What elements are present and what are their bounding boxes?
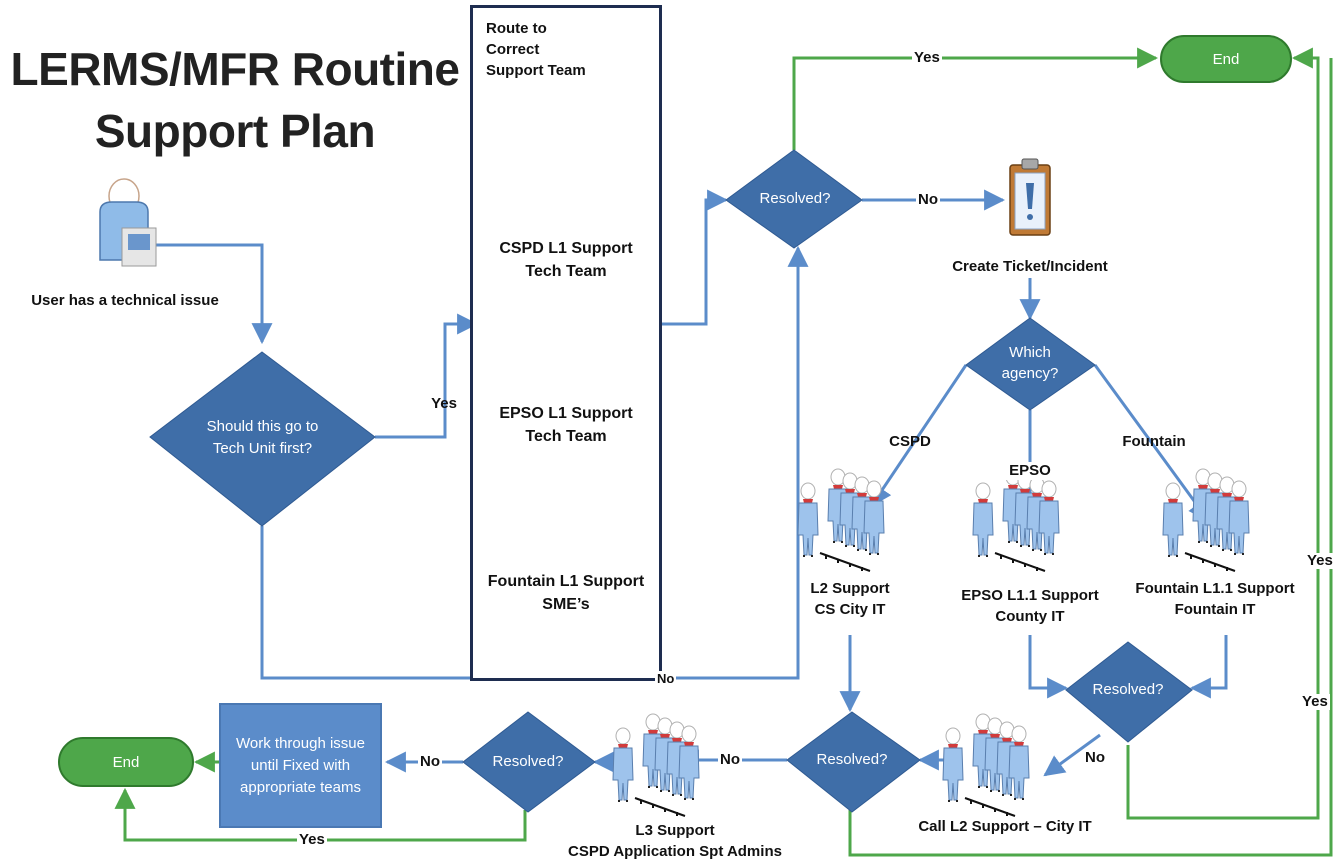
edge-agency-to-fountain <box>1093 364 1210 522</box>
edge-route-to-resolved <box>662 189 729 326</box>
process-work-through: Work through issue until Fixed with appr… <box>219 703 382 828</box>
edge-label-epso: EPSO <box>1004 462 1056 480</box>
edge-epso-to-resolved-right <box>1028 635 1069 699</box>
label-create-ticket: Create Ticket/Incident <box>952 258 1108 275</box>
team-icon-call-l2 <box>943 714 1029 816</box>
edge-resolved-mid-yes-to-end <box>848 58 1333 857</box>
label-call-l2: Call L2 Support – City IT <box>918 818 1092 835</box>
edge-label-fountain: Fountain <box>1122 433 1186 450</box>
edge-user-to-question <box>150 243 273 345</box>
edge-label-yes-top: Yes <box>912 49 942 66</box>
decision-tech-unit-first <box>149 351 376 527</box>
edge-question-yes-to-route <box>375 313 479 439</box>
edge-label-no-right: No <box>1083 749 1107 766</box>
label-user: User has a technical issue <box>31 292 219 309</box>
decision-which-agency <box>965 317 1096 411</box>
edge-fountain-to-resolved-right <box>1189 635 1228 699</box>
edge-label-yes-bottom: Yes <box>297 831 327 848</box>
decision-resolved-left <box>462 711 596 813</box>
edge-label-cspd: CSPD <box>889 433 931 450</box>
label-resolved-left: Resolved? <box>492 753 564 770</box>
page-title-line2: Support Plan <box>94 105 376 157</box>
edge-label-yes-right-lower: Yes <box>1300 693 1330 710</box>
label-resolved-right: Resolved? <box>1092 681 1164 698</box>
end-terminator-top: End <box>1160 35 1292 83</box>
edge-resolved-yes-to-end <box>792 47 1159 150</box>
decision-resolved-mid <box>786 711 921 813</box>
label-resolved-top: Resolved? <box>759 190 831 207</box>
edge-label-no-ticket: No <box>916 191 940 208</box>
edge-resolved-right-no <box>1043 733 1101 777</box>
team-icon-l3 <box>613 714 699 816</box>
route-container <box>470 5 662 681</box>
team-icon-fountain-l11 <box>1163 469 1249 571</box>
user-icon <box>99 178 157 267</box>
edge-label-yes-route: Yes <box>431 395 457 412</box>
edge-label-yes-right-upper: Yes <box>1305 552 1335 569</box>
team-icon-epso-l11 <box>973 469 1059 571</box>
edge-label-no-left: No <box>418 753 442 770</box>
label-resolved-mid: Resolved? <box>816 751 888 768</box>
team-icon-l2-cs <box>798 469 884 571</box>
clipboard-icon <box>1009 158 1051 236</box>
edge-agency-to-cspd <box>870 364 968 507</box>
decision-resolved-top <box>725 149 863 249</box>
edge-label-no-mid: No <box>718 751 742 768</box>
page-title-line1: LERMS/MFR Routine <box>10 43 460 95</box>
route-title: Route to Correct Support Team <box>486 20 586 79</box>
edge-label-no-bottom: No <box>655 671 677 687</box>
end-terminator-bottom: End <box>58 737 194 787</box>
decision-resolved-right <box>1065 641 1193 743</box>
edge-resolved-right-yes-to-end <box>1126 47 1320 820</box>
